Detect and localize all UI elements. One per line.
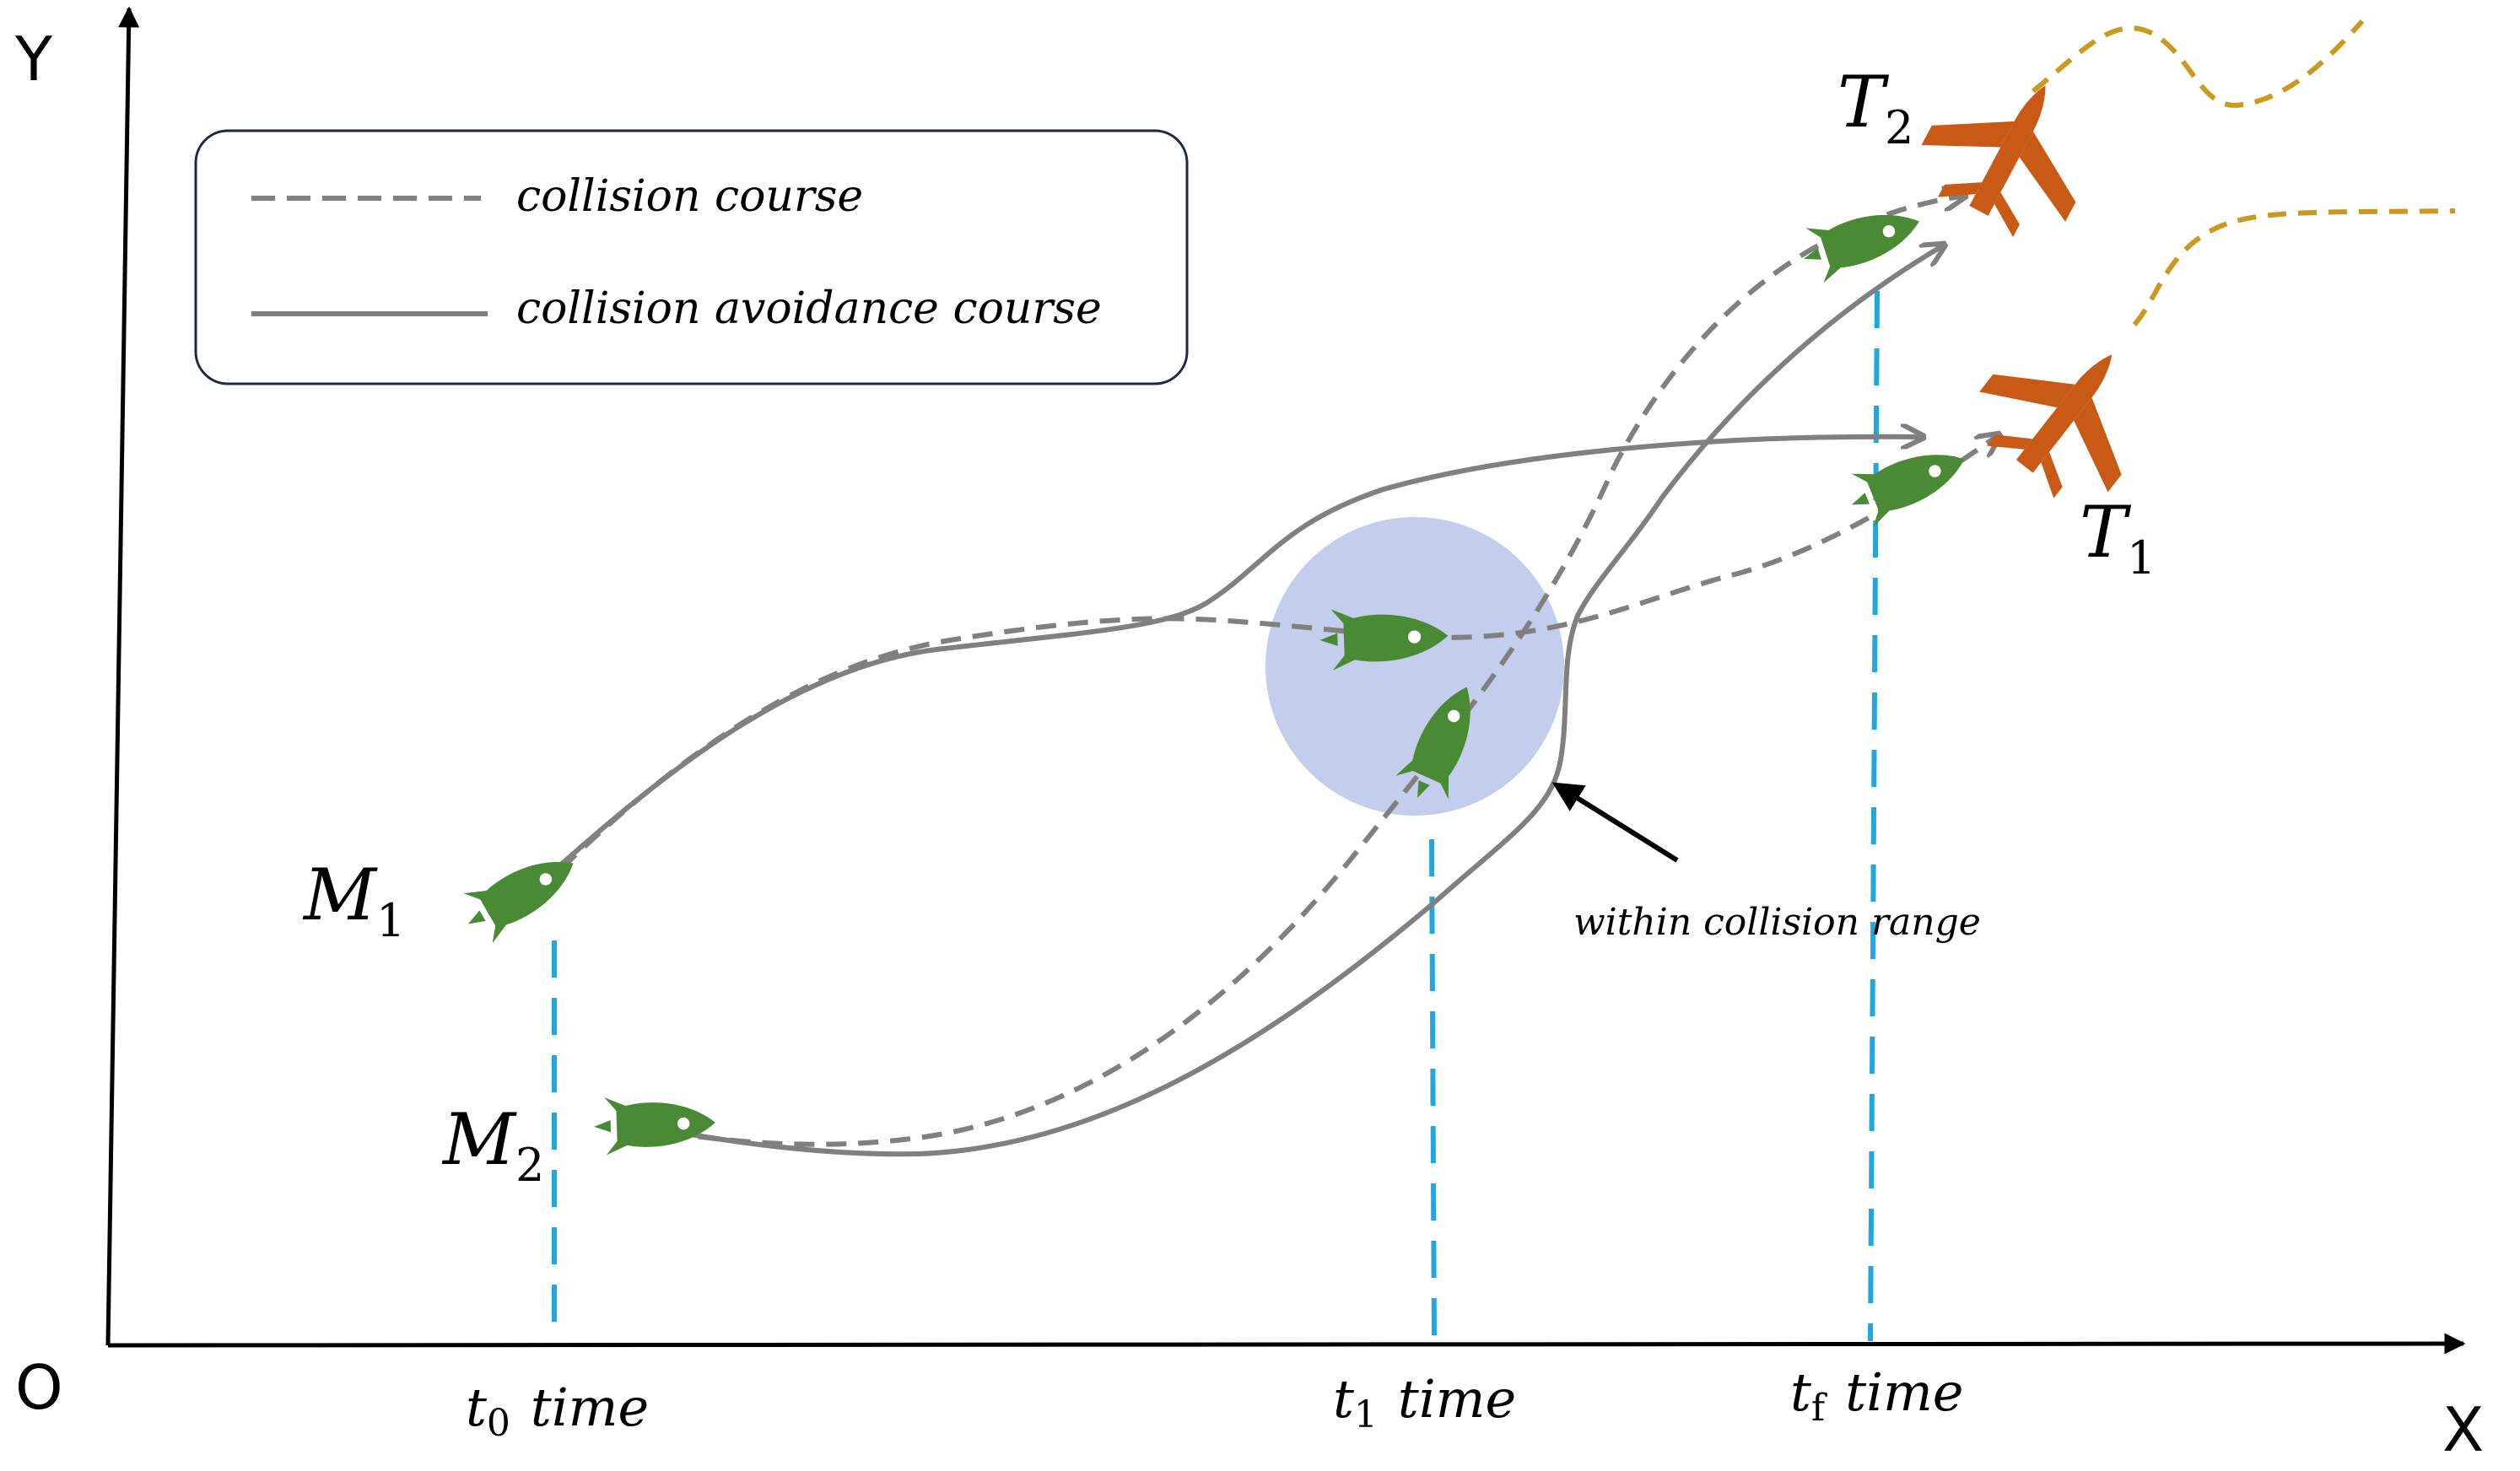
x-axis-label: X <box>2442 1394 2484 1465</box>
legend: collision course collision avoidance cou… <box>194 129 1189 385</box>
m2-avoidance-course <box>666 245 1945 1157</box>
origin-label: O <box>15 1352 63 1423</box>
collision-range-label: within collision range <box>1573 901 1981 944</box>
m1-label: M1 <box>302 854 405 947</box>
missile-icon <box>1794 194 1929 287</box>
t2-trail <box>2032 19 2365 109</box>
y-axis <box>105 6 140 1346</box>
legend-box <box>194 129 1189 385</box>
avoidance-courses <box>559 245 1945 1157</box>
t1-trail <box>2132 208 2456 326</box>
axes: Y X O <box>14 6 2484 1465</box>
m2-collision-course <box>666 196 1966 1147</box>
target-trails <box>2032 19 2456 326</box>
airplane-icon <box>1956 304 2177 523</box>
m2-label: M2 <box>441 1098 544 1192</box>
missile-icon <box>592 1093 717 1156</box>
t1-label: T1 <box>2080 491 2156 585</box>
time-markers <box>552 290 1880 1342</box>
m1-avoidance-course <box>559 437 1924 867</box>
y-axis-label: Y <box>14 24 53 94</box>
missile-icon <box>1841 432 1976 532</box>
legend-dashed-label: collision course <box>516 171 863 222</box>
legend-solid-label: collision avoidance course <box>516 283 1102 334</box>
t1-marker-line <box>1429 838 1437 1342</box>
collision-zone <box>1265 517 1564 816</box>
t2-label: T2 <box>1837 61 1913 154</box>
collision-range-arrow <box>1551 782 1679 863</box>
airplane-icon <box>1903 47 2118 256</box>
x-axis <box>107 1333 2466 1355</box>
missile-icon <box>453 838 588 950</box>
tf-marker-line <box>1868 290 1880 1342</box>
